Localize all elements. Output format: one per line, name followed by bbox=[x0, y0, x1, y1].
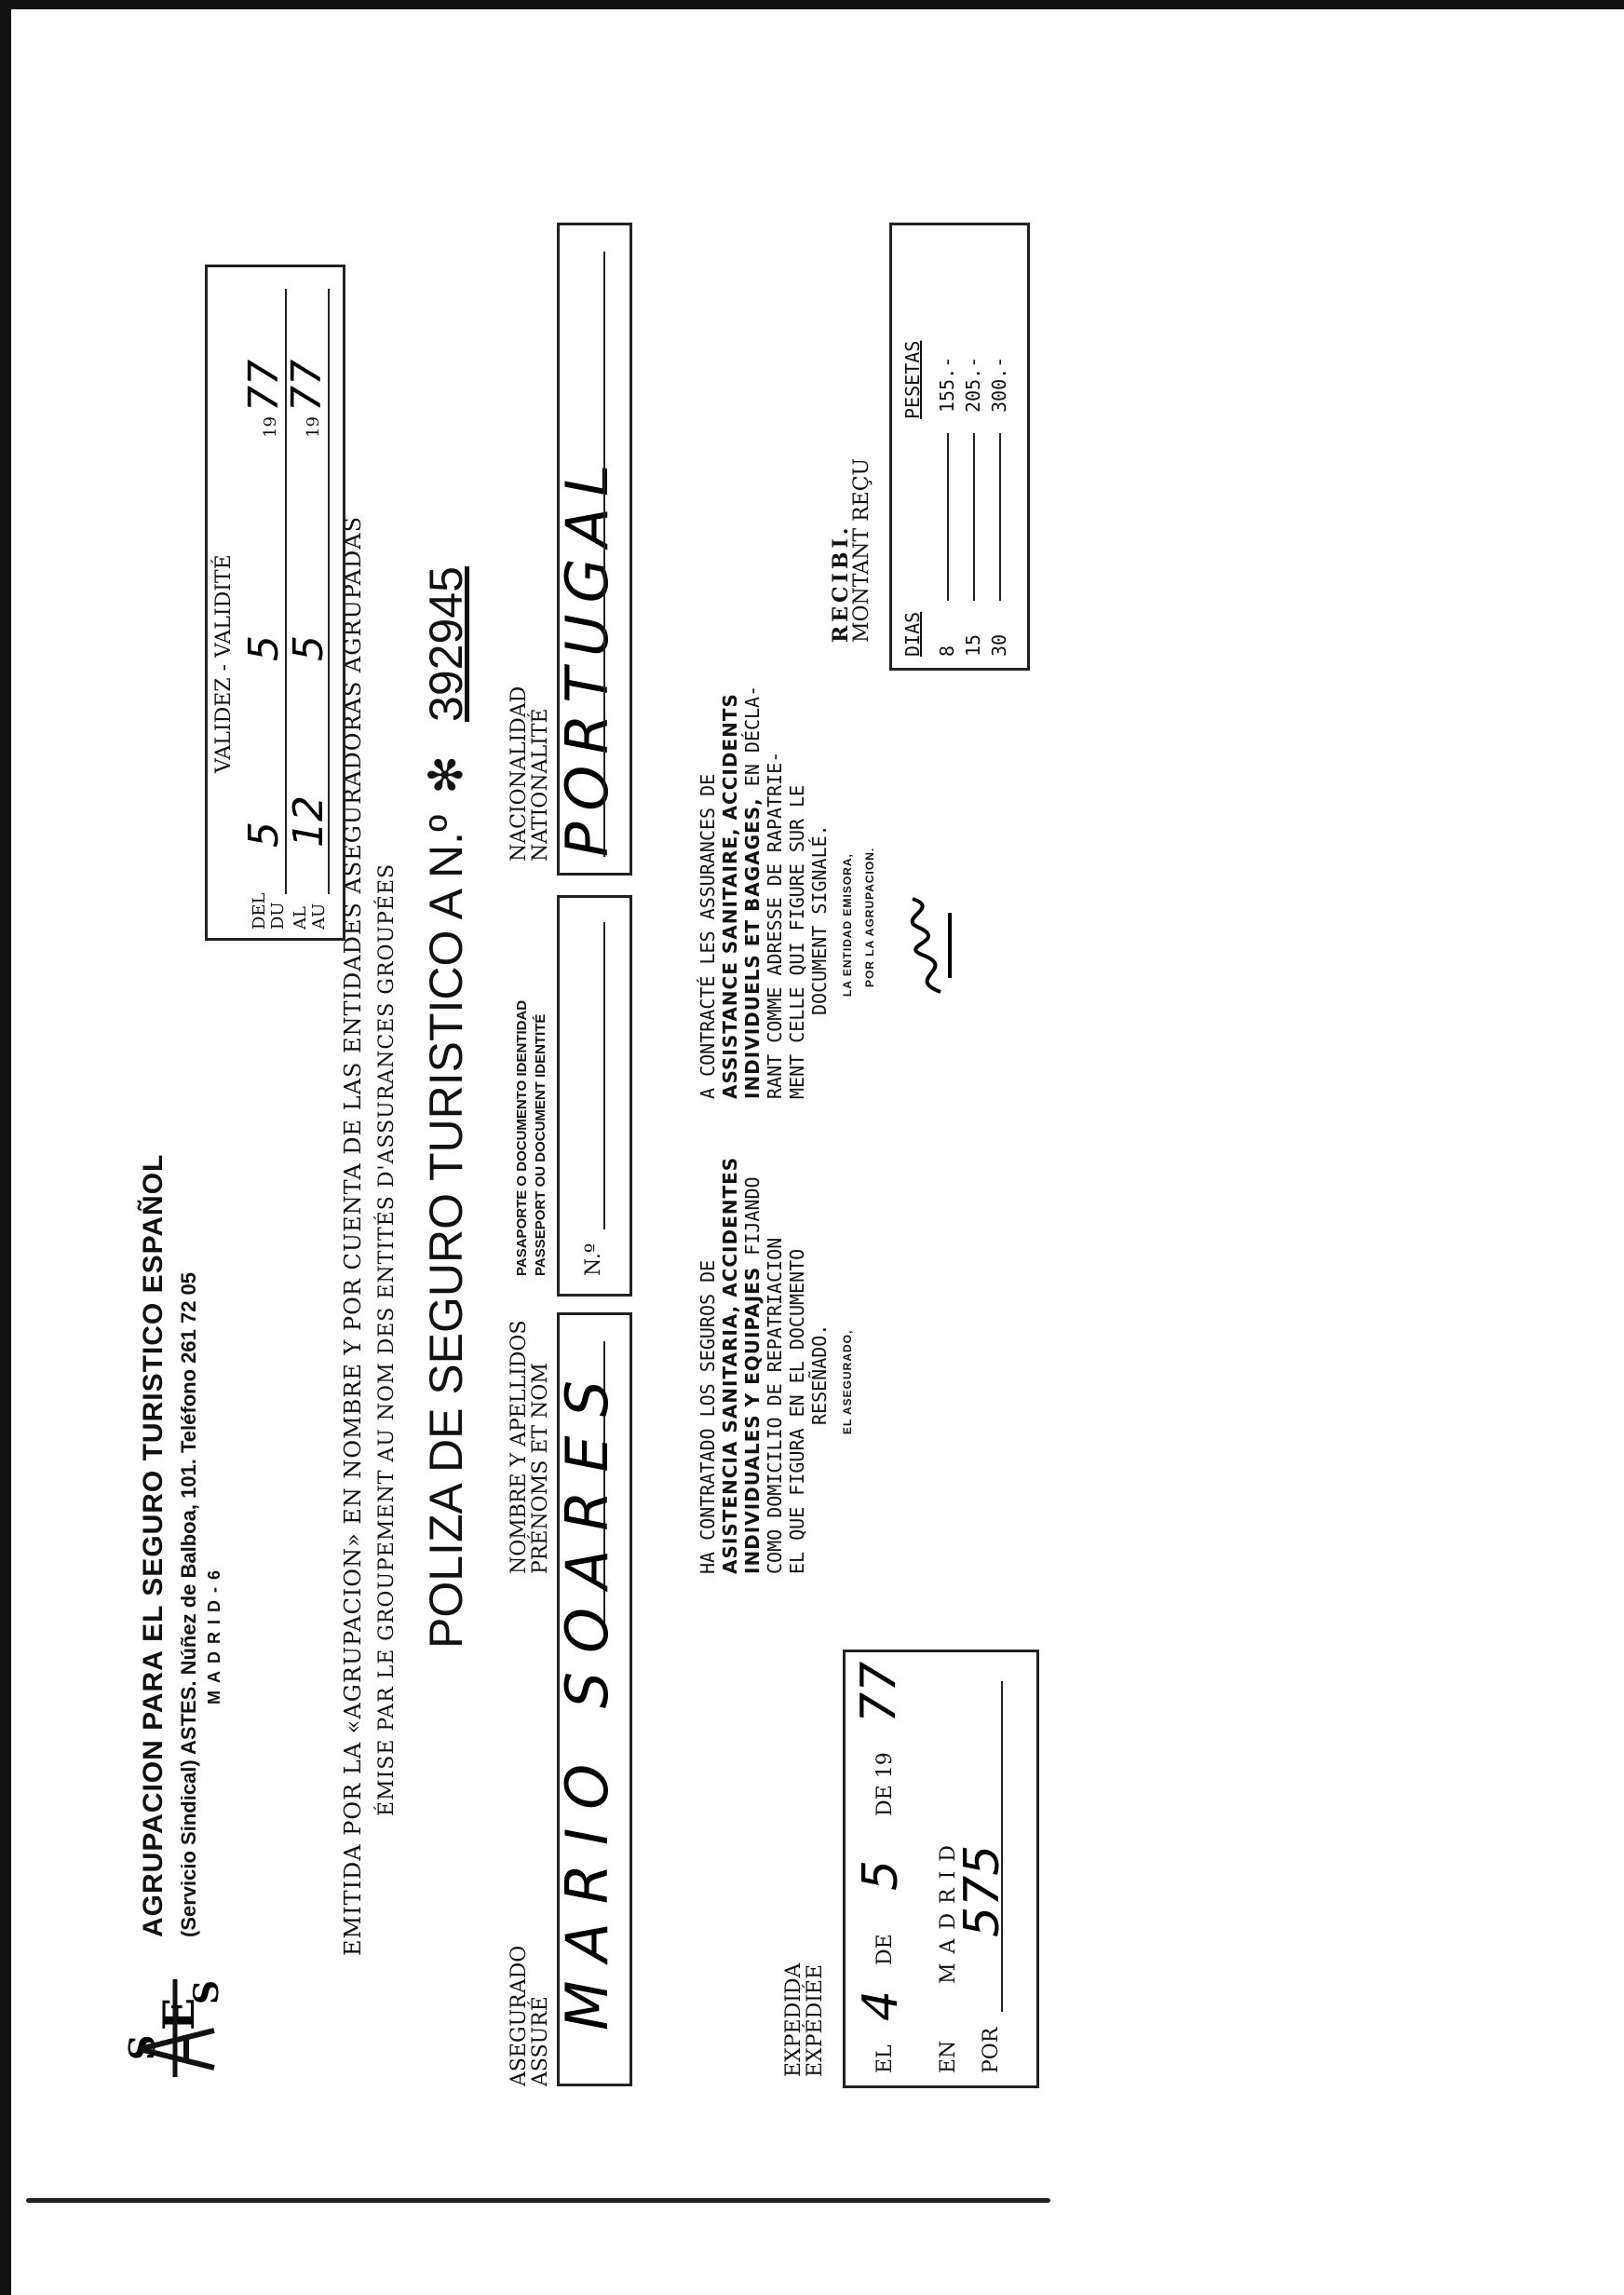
nationality-value: PORTUGAL bbox=[553, 453, 621, 857]
text-es-line-2: ASISTENCIA SANITARIA, ACCIDENTES bbox=[719, 1156, 741, 1574]
validity-to-day: 12 bbox=[285, 795, 332, 848]
text-es-line-5: EL QUE FIGURA EN EL DOCUMENTO bbox=[786, 1248, 808, 1574]
issuer-signature-label-2: POR LA AGRUPACION. bbox=[863, 847, 876, 987]
organization-address: (Servicio Sindical) ASTES. Núñez de Balb… bbox=[177, 1271, 200, 1937]
issuer-signature-icon bbox=[910, 897, 952, 994]
scan-border-left bbox=[0, 0, 11, 2295]
validity-from-year-prefix: 19 bbox=[261, 416, 280, 438]
issued-el-label: EL bbox=[873, 2044, 897, 2073]
nationality-label-fr: NATIONALITÉ bbox=[529, 708, 552, 862]
insured-signature-label: EL ASEGURADO, bbox=[841, 1329, 854, 1434]
nationality-line bbox=[603, 251, 605, 857]
name-label-fr: PRÉNOMS ET NOM bbox=[529, 1363, 552, 1574]
validity-du-label: DU bbox=[268, 902, 288, 930]
text-es-line-4: COMO DOMICILIO DE REPATRIACION bbox=[764, 1237, 786, 1574]
receipt-dias-header: DIAS bbox=[901, 611, 924, 657]
validity-al-label: AL bbox=[291, 906, 310, 930]
receipt-row-2-line bbox=[973, 433, 975, 601]
passport-label-es: PASAPORTE O DOCUMENTO IDENTIDAD bbox=[514, 999, 530, 1276]
text-fr-line-3a: INDIVIDUELS ET BAGAGES, bbox=[741, 797, 764, 1099]
issued-month-value: 5 bbox=[853, 1859, 909, 1891]
organization-city: MADRID-6 bbox=[205, 1563, 223, 1704]
validity-del-label: DEL bbox=[250, 892, 269, 930]
validity-from-day: 5 bbox=[240, 822, 288, 848]
validity-from-month: 5 bbox=[240, 635, 288, 661]
validity-from-year: 77 bbox=[240, 360, 288, 412]
issued-label-fr: EXPÉDIÉE bbox=[804, 1963, 827, 2077]
validity-to-year-prefix: 19 bbox=[304, 416, 323, 438]
insured-name-value: MARIO SOARES bbox=[553, 1362, 621, 2030]
receipt-row-1-line bbox=[947, 433, 949, 601]
text-es-line-1: HA CONTRATADO LOS SEGUROS DE bbox=[697, 1259, 719, 1574]
svg-text:S: S bbox=[187, 1980, 223, 2004]
nationality-label-es: NACIONALIDAD bbox=[508, 686, 531, 862]
policy-title: POLIZA DE SEGURO TURISTICO A N.º ✻ 39294… bbox=[419, 566, 473, 1649]
issued-en-label: EN bbox=[937, 2040, 960, 2073]
issued-por-value: 575 bbox=[954, 1844, 1010, 1937]
name-label-es: NOMBRE Y APELLIDOS bbox=[508, 1320, 531, 1574]
receipt-row-3-pesetas: 300.- bbox=[988, 356, 1010, 413]
astes-logo-icon: S E S bbox=[121, 1979, 223, 2077]
issued-year-value: 77 bbox=[851, 1661, 907, 1723]
issued-label-es: EXPEDIDA bbox=[782, 1962, 805, 2077]
organization-name: AGRUPACION PARA EL SEGURO TURISTICO ESPA… bbox=[138, 1153, 169, 1937]
policy-title-text: POLIZA DE SEGURO TURISTICO A N.º bbox=[420, 814, 472, 1649]
policy-number: 392945 bbox=[420, 566, 472, 722]
passport-number-line bbox=[603, 922, 605, 1229]
scan-border-top bbox=[0, 0, 1624, 9]
issued-de-label-1: DE bbox=[873, 1934, 897, 1965]
issued-day-value: 4 bbox=[853, 1989, 909, 2021]
receipt-row-3-line bbox=[999, 433, 1001, 601]
asterisk-icon: ✻ bbox=[420, 754, 472, 794]
text-es-line-3a: INDIVIDUALES Y EQUIPAJES bbox=[741, 1266, 764, 1574]
validity-au-label: AU bbox=[309, 903, 329, 930]
scan-bottom-line bbox=[26, 2198, 1050, 2203]
text-fr-line-6: DOCUMENT SIGNALÉ. bbox=[808, 824, 831, 1015]
issued-por-label: POR bbox=[980, 2027, 1003, 2073]
validity-to-month: 5 bbox=[285, 635, 332, 661]
passport-label-fr: PASSEPORT OU DOCUMENT IDENTITÉ bbox=[533, 1013, 548, 1276]
receipt-row-1-pesetas: 155.- bbox=[936, 356, 958, 413]
insured-label-fr: ASSURÉ bbox=[529, 1996, 552, 2086]
issuer-signature-label-1: LA ENTIDAD EMISORA, bbox=[841, 853, 854, 997]
text-fr-line-3b: EN DÉCLA- bbox=[741, 685, 764, 798]
receipt-pesetas-header: PESETAS bbox=[901, 340, 924, 419]
receipt-label-fr: MONTANT REÇU bbox=[850, 457, 873, 643]
text-es-line-6: RESEÑADO. bbox=[808, 1324, 831, 1425]
insured-label-es: ASEGURADO bbox=[508, 1945, 531, 2086]
validity-to-year: 77 bbox=[283, 360, 331, 412]
validity-title: VALIDEZ - VALIDITÉ bbox=[212, 554, 236, 773]
text-es-line-3b: FIJANDO bbox=[741, 1176, 764, 1267]
emission-line-fr: ÉMISE PAR LE GROUPEMENT AU NOM DES ENTIT… bbox=[375, 862, 399, 1816]
text-fr-line-1: A CONTRACTÉ LES ASSURANCES DE bbox=[697, 773, 719, 1099]
issued-de-label-2: DE 19 bbox=[873, 1752, 897, 1816]
svg-text:E: E bbox=[154, 1998, 204, 2030]
passport-box bbox=[557, 895, 632, 1297]
passport-number-label: N.º bbox=[582, 1243, 605, 1276]
text-fr-line-4: RANT COMME ADRESSE DE RAPATRIE- bbox=[764, 751, 786, 1099]
receipt-row-2-pesetas: 205.- bbox=[962, 356, 984, 413]
text-fr-line-2: ASSISTANCE SANITAIRE, ACCIDENTS bbox=[719, 693, 741, 1099]
text-fr-line-5: MENT CELLE QUI FIGURE SUR LE bbox=[786, 784, 808, 1099]
contract-text-fr: A CONTRACTÉ LES ASSURANCES DE ASSISTANCE… bbox=[697, 686, 881, 1099]
contract-text-es: HA CONTRATADO LOS SEGUROS DE ASISTENCIA … bbox=[697, 1157, 859, 1574]
insurance-policy-document: S E S AGRUPACION PARA EL SEGURO TURISTIC… bbox=[112, 47, 1043, 2096]
